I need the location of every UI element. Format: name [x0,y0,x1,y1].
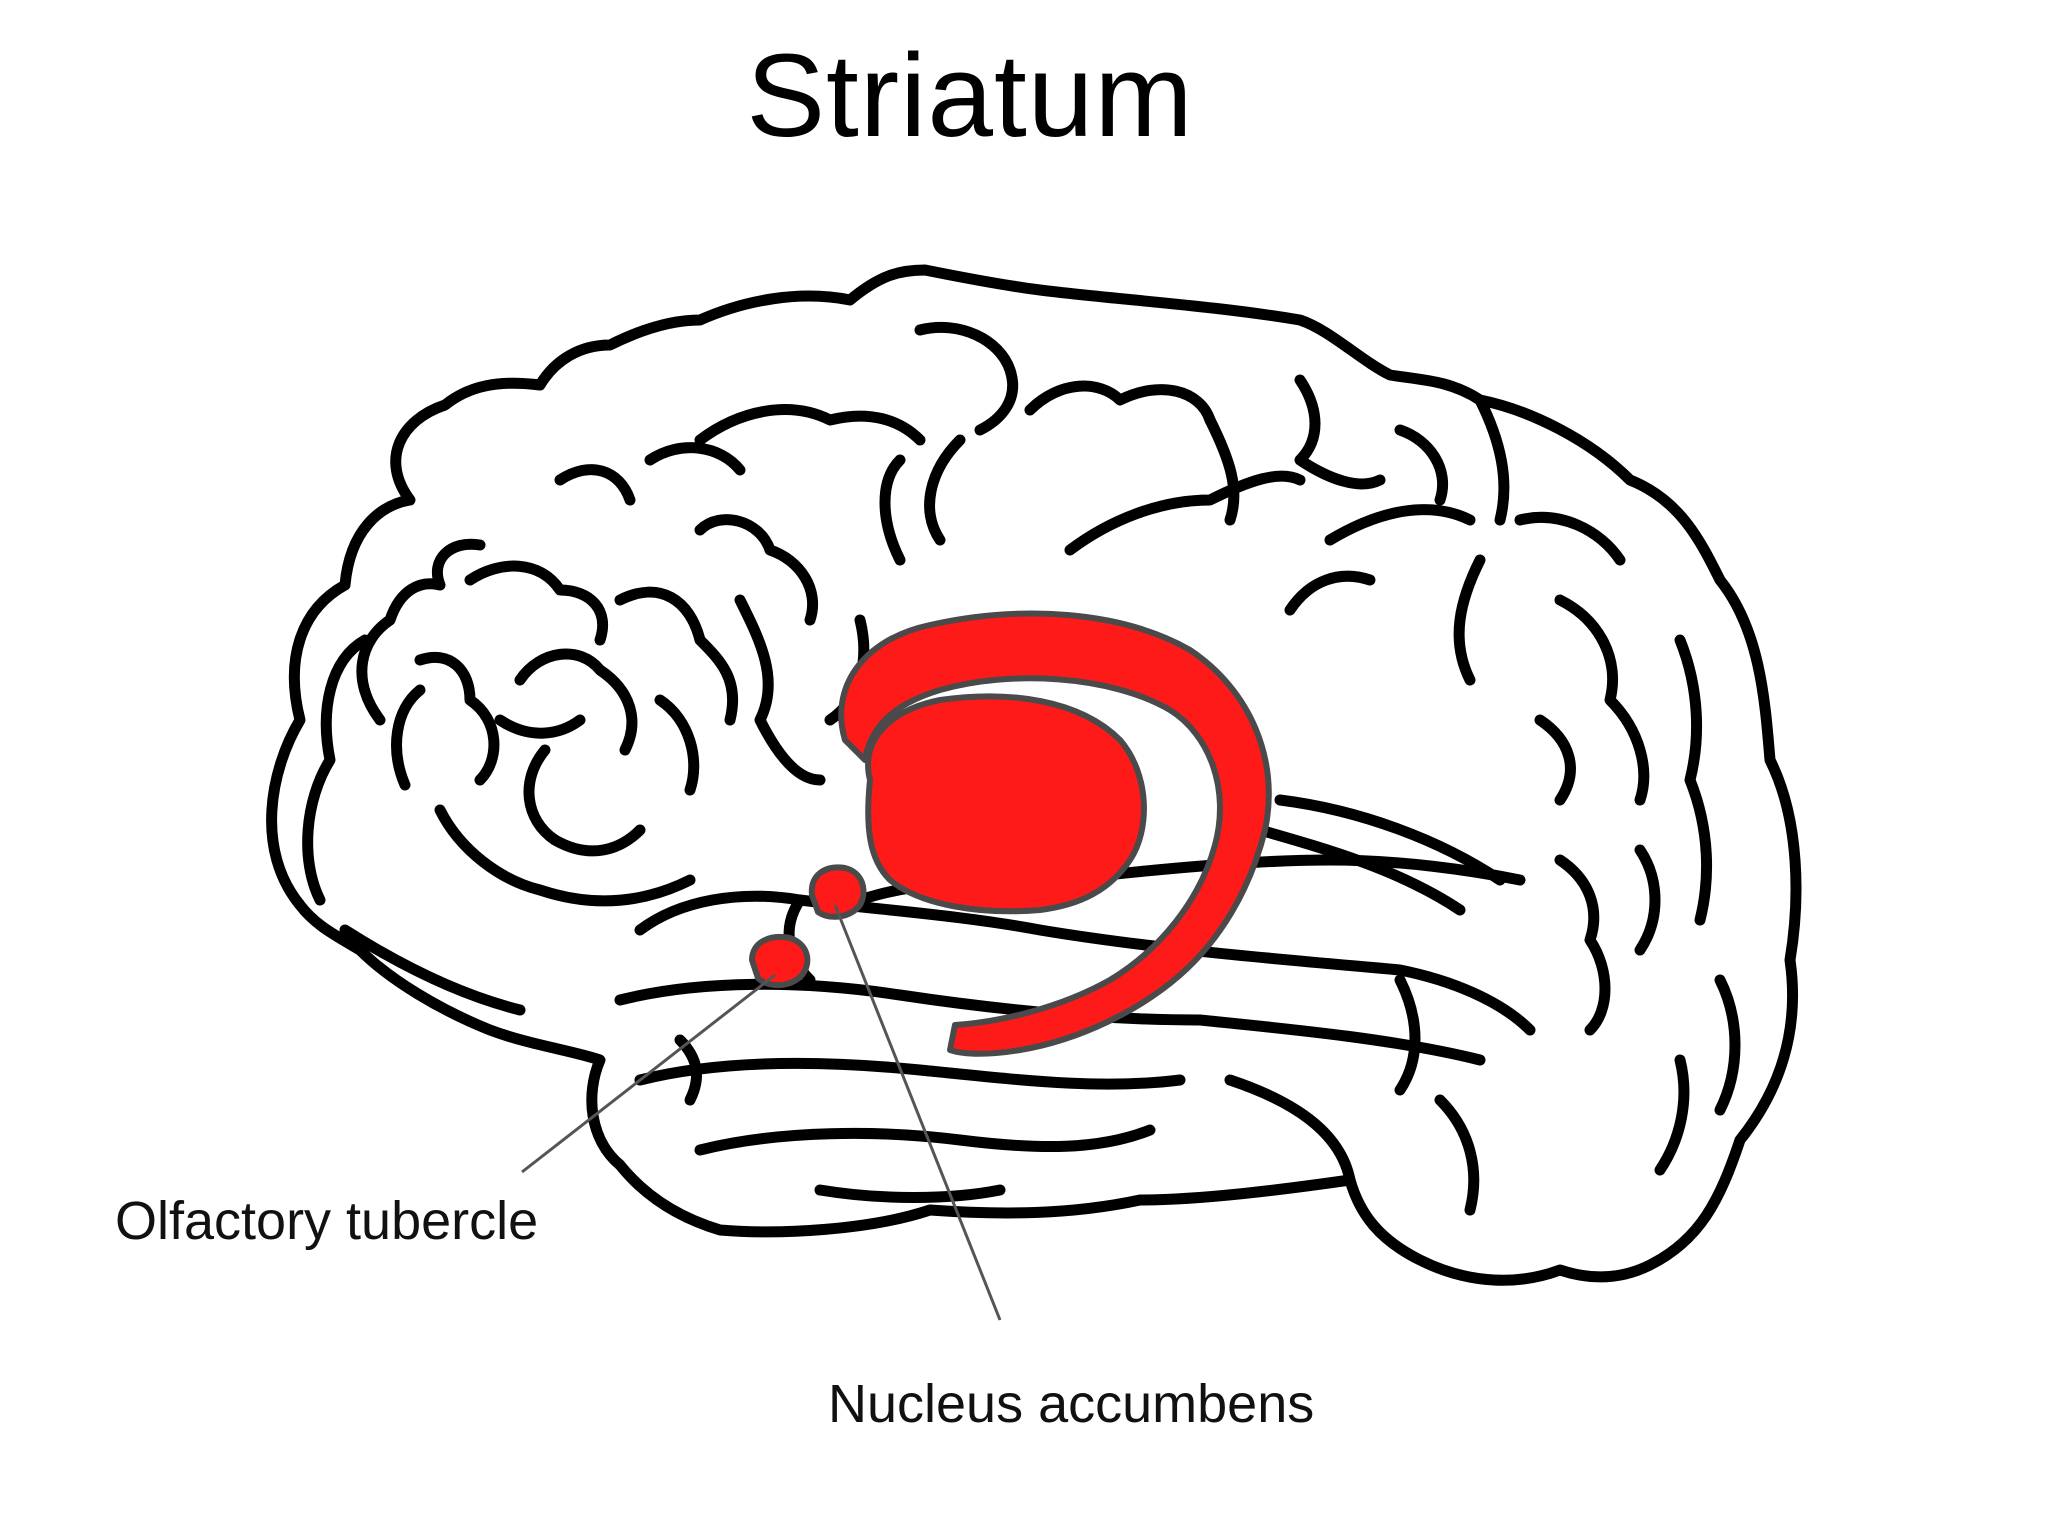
temporal-gyrus [814,1184,1006,1203]
nucleus-accumbens-blob [808,864,867,920]
gyrus-line [1634,844,1661,956]
gyrus-line [1284,570,1376,616]
gyrus-line [1514,511,1626,566]
gyrus-line [1204,414,1240,526]
temporal-gyrus [1434,1094,1480,1216]
gyrus-line [1254,824,1466,916]
gyrus-line [879,454,906,566]
gyrus-line [694,514,819,626]
temporal-lobe-outline [634,890,1536,1036]
gyrus-line [1554,854,1611,1036]
gyrus-line [554,464,636,506]
gyrus-line [1674,634,1713,926]
rim-line [302,634,371,906]
leader-line-olfactory [521,973,776,1174]
gyrus-line [614,586,739,726]
gyrus-line [494,714,586,739]
gyrus-line [1654,1054,1690,1176]
gyrus-line [694,404,926,446]
gyrus-line [356,538,486,726]
gyrus-line [1714,974,1741,1116]
temporal-gyrus [634,1057,1186,1090]
gyrus-line [464,560,609,646]
gyrus-line [644,442,746,476]
gyrus-line [924,434,966,546]
gyrus-line [734,594,826,786]
gyrus-line [514,648,638,756]
label-nucleus-accumbens: Nucleus accumbens [828,1374,1315,1434]
label-olfactory-tubercle: Olfactory tubercle [115,1191,539,1251]
olfactory-tubercle-blob [749,934,811,989]
gyrus-line [1394,424,1449,506]
gyrus-line [1474,394,1510,526]
gyrus-line [1453,554,1486,686]
putamen [865,693,1147,915]
gyrus-line [1534,714,1576,806]
leader-lines [521,904,1002,1321]
temporal-gyrus [1224,1074,1356,1186]
gyrus-line [1024,380,1216,426]
leader-line-accumbens [833,904,1002,1321]
striatum-structures [749,610,1272,1057]
gyrus-line [1064,470,1306,556]
temporal-gyrus [1394,974,1421,1096]
gyrus-line [1294,374,1386,490]
caudate-nucleus [838,610,1272,1057]
gyrus-line [1554,594,1650,806]
gyrus-line [391,684,426,791]
gyrus-line [654,694,700,796]
diagram-title: Striatum [746,30,1194,162]
rim-line [339,924,526,1016]
gyrus-line [523,744,646,857]
temporal-gyrus [694,1124,1156,1156]
gyrus-line [1274,794,1506,886]
gyrus-line [414,651,500,786]
gyrus-line [914,321,1019,436]
gyrus-line [1324,504,1476,546]
brain-outline [266,264,1802,1286]
gyrus-line [434,804,696,907]
